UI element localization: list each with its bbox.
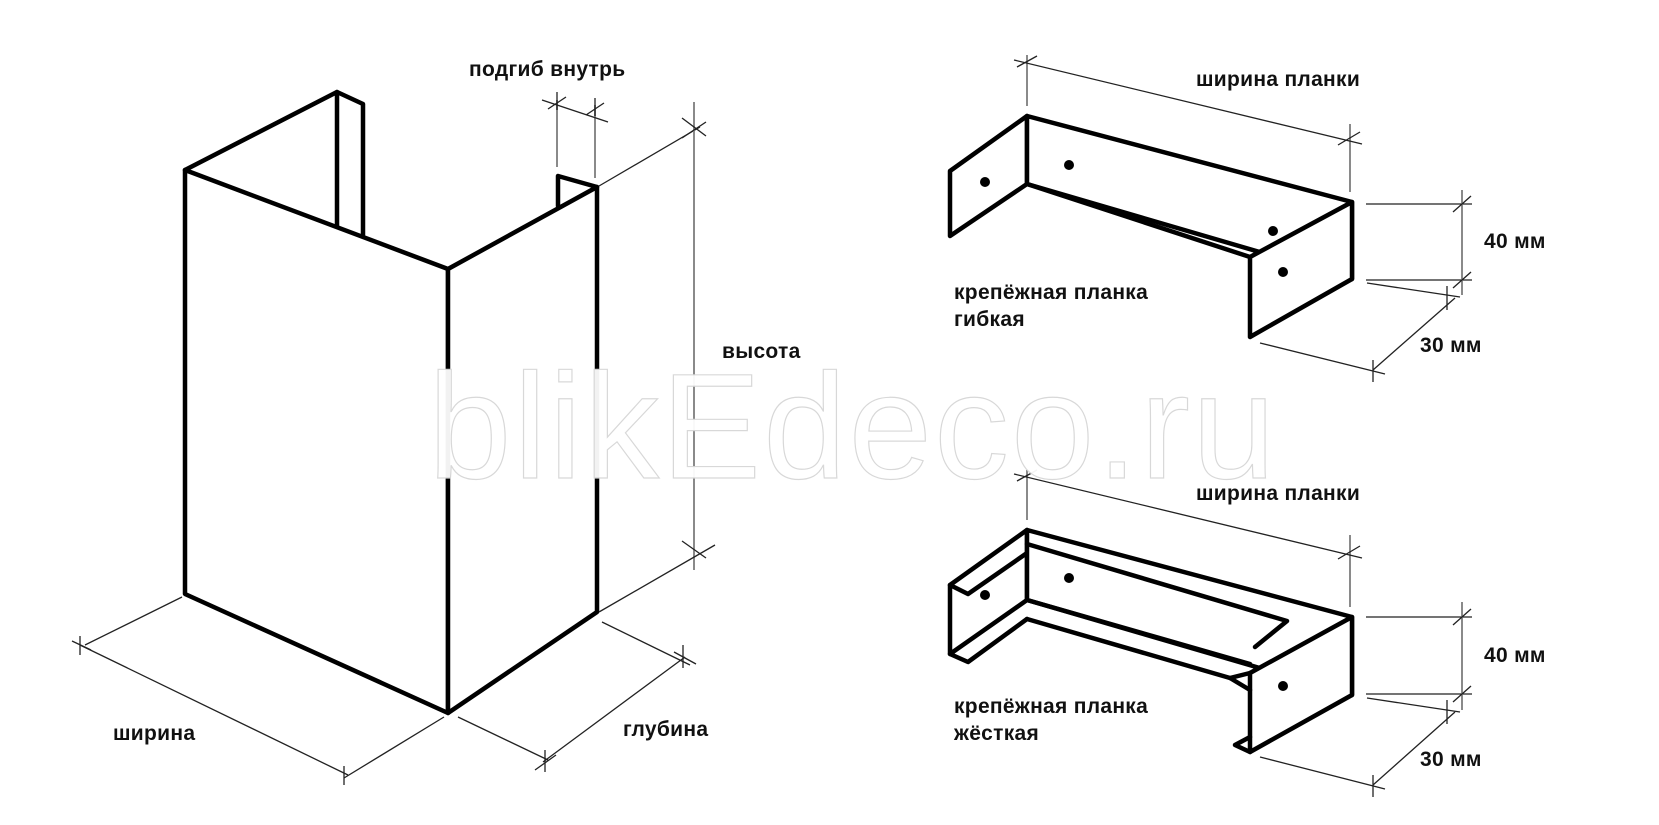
inner-fold-dimension (541, 92, 609, 178)
title-rigid-bracket: крепёжная планка жёсткая (954, 693, 1148, 747)
rigid-bracket-drawing (947, 469, 1472, 797)
watermark: blikEdeco.ru (427, 341, 1278, 510)
flexible-bracket-drawing (947, 55, 1472, 382)
label-width: ширина (113, 722, 196, 745)
title-flexible-bracket: крепёжная планка гибкая (954, 279, 1148, 333)
chimney-casing-drawing (71, 89, 716, 785)
label-flexible-depth: 30 мм (1420, 334, 1482, 357)
label-flexible-height: 40 мм (1484, 230, 1546, 253)
height-dimension (598, 102, 716, 613)
width-dimension (71, 596, 445, 785)
label-depth: глубина (623, 718, 709, 741)
title-rigid-bracket-line1: крепёжная планка (954, 695, 1149, 718)
title-rigid-bracket-line2: жёсткая (954, 722, 1040, 745)
label-rigid-depth: 30 мм (1420, 748, 1482, 771)
label-flexible-bar-width: ширина планки (1196, 68, 1361, 91)
label-rigid-bar-width: ширина планки (1196, 482, 1361, 505)
label-rigid-height: 40 мм (1484, 644, 1546, 667)
depth-dimension (457, 621, 697, 772)
title-flexible-bracket-line2: гибкая (954, 308, 1025, 331)
label-height: высота (722, 340, 801, 363)
title-flexible-bracket-line1: крепёжная планка (954, 281, 1149, 304)
label-inner-fold: подгиб внутрь (469, 58, 626, 81)
